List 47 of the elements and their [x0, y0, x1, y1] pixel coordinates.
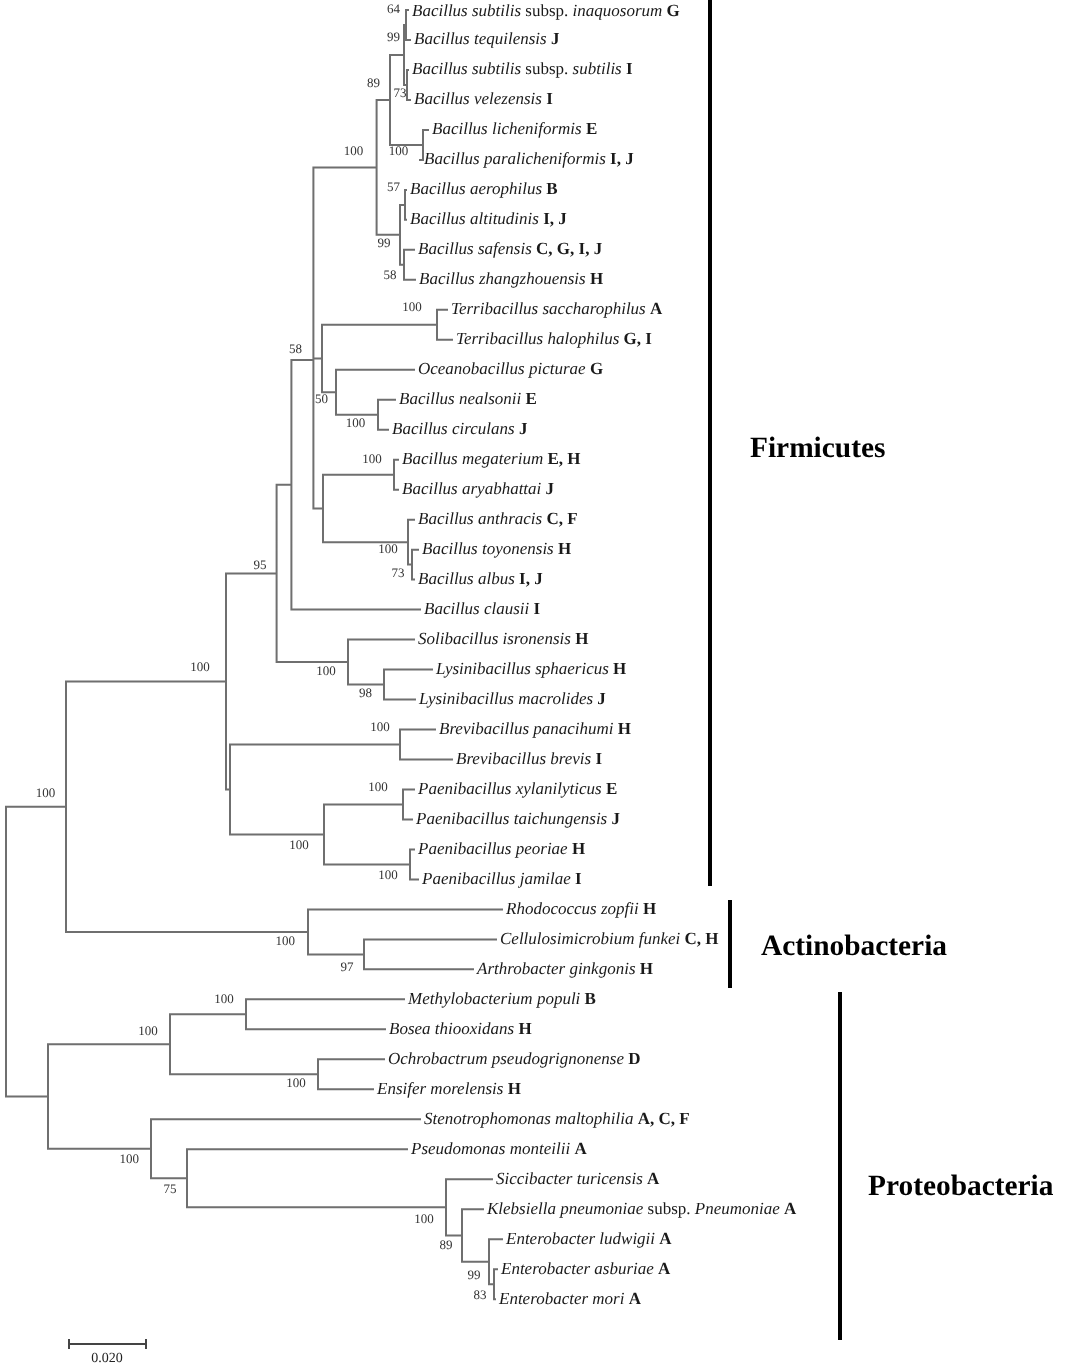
taxon-label: Rhodococcus zopfii H	[506, 898, 657, 919]
taxon-label: Solibacillus isronensis H	[418, 628, 589, 649]
taxon-label: Ensifer morelensis H	[377, 1078, 521, 1099]
taxon-label: Brevibacillus brevis I	[456, 748, 603, 769]
taxon-label: Paenibacillus jamilae I	[422, 868, 582, 889]
taxon-label: Arthrobacter ginkgonis H	[477, 958, 653, 979]
taxon-label: Bacillus altitudinis I, J	[410, 208, 567, 229]
clade-label: Firmicutes	[750, 433, 886, 467]
taxon-label: Terribacillus halophilus G, I	[456, 328, 652, 349]
taxon-label: Enterobacter asburiae A	[501, 1258, 671, 1279]
taxon-label: Bacillus tequilensis J	[414, 28, 560, 49]
taxon-label: Paenibacillus taichungensis J	[416, 808, 620, 829]
taxon-label: Brevibacillus panacihumi H	[439, 718, 632, 739]
taxon-label: Bacillus paralicheniformis I, J	[424, 148, 634, 169]
taxon-label: Bacillus nealsonii E	[399, 388, 537, 409]
taxon-label: Bacillus subtilis subsp. subtilis I	[412, 58, 633, 79]
taxon-label: Bacillus circulans J	[392, 418, 528, 439]
taxon-label: Methylobacterium populi B	[408, 988, 596, 1009]
taxon-label: Bacillus safensis C, G, I, J	[418, 238, 603, 259]
taxon-label: Enterobacter ludwigii A	[506, 1228, 672, 1249]
taxon-label: Bacillus aryabhattai J	[402, 478, 555, 499]
taxon-label: Bacillus zhangzhouensis H	[419, 268, 604, 289]
taxon-label: Pseudomonas monteilii A	[411, 1138, 587, 1159]
taxon-label: Bacillus aerophilus B	[410, 178, 558, 199]
taxon-label: Bacillus velezensis I	[414, 88, 553, 109]
taxon-label: Bacillus anthracis C, F	[418, 508, 578, 529]
taxon-label: Bacillus albus I, J	[418, 568, 543, 589]
taxon-label: Lysinibacillus macrolides J	[419, 688, 606, 709]
taxon-label: Bacillus subtilis subsp. inaquosorum G	[412, 0, 680, 19]
taxon-label: Bacillus megaterium E, H	[402, 448, 581, 469]
taxon-label: Enterobacter mori A	[499, 1288, 641, 1309]
taxon-label: Klebsiella pneumoniae subsp. Pneumoniae A	[487, 1198, 797, 1219]
taxon-label: Stenotrophomonas maltophilia A, C, F	[424, 1108, 690, 1129]
taxon-label: Bacillus clausii I	[424, 598, 541, 619]
taxon-label: Cellulosimicrobium funkei C, H	[500, 928, 719, 949]
taxon-label: Bacillus licheniformis E	[432, 118, 598, 139]
clade-label: Proteobacteria	[868, 1171, 1054, 1205]
taxon-label: Bosea thiooxidans H	[389, 1018, 532, 1039]
taxon-label: Paenibacillus xylanilyticus E	[418, 778, 618, 799]
taxon-label: Paenibacillus peoriae H	[418, 838, 586, 859]
taxon-label: Lysinibacillus sphaericus H	[436, 658, 627, 679]
taxon-label: Bacillus toyonensis H	[422, 538, 572, 559]
taxon-label: Siccibacter turicensis A	[496, 1168, 660, 1189]
taxon-label: Oceanobacillus picturae G	[418, 358, 604, 379]
taxon-label: Ochrobactrum pseudogrignonense D	[388, 1048, 641, 1069]
clade-label: Actinobacteria	[761, 930, 947, 965]
taxon-label: Terribacillus saccharophilus A	[451, 298, 663, 319]
